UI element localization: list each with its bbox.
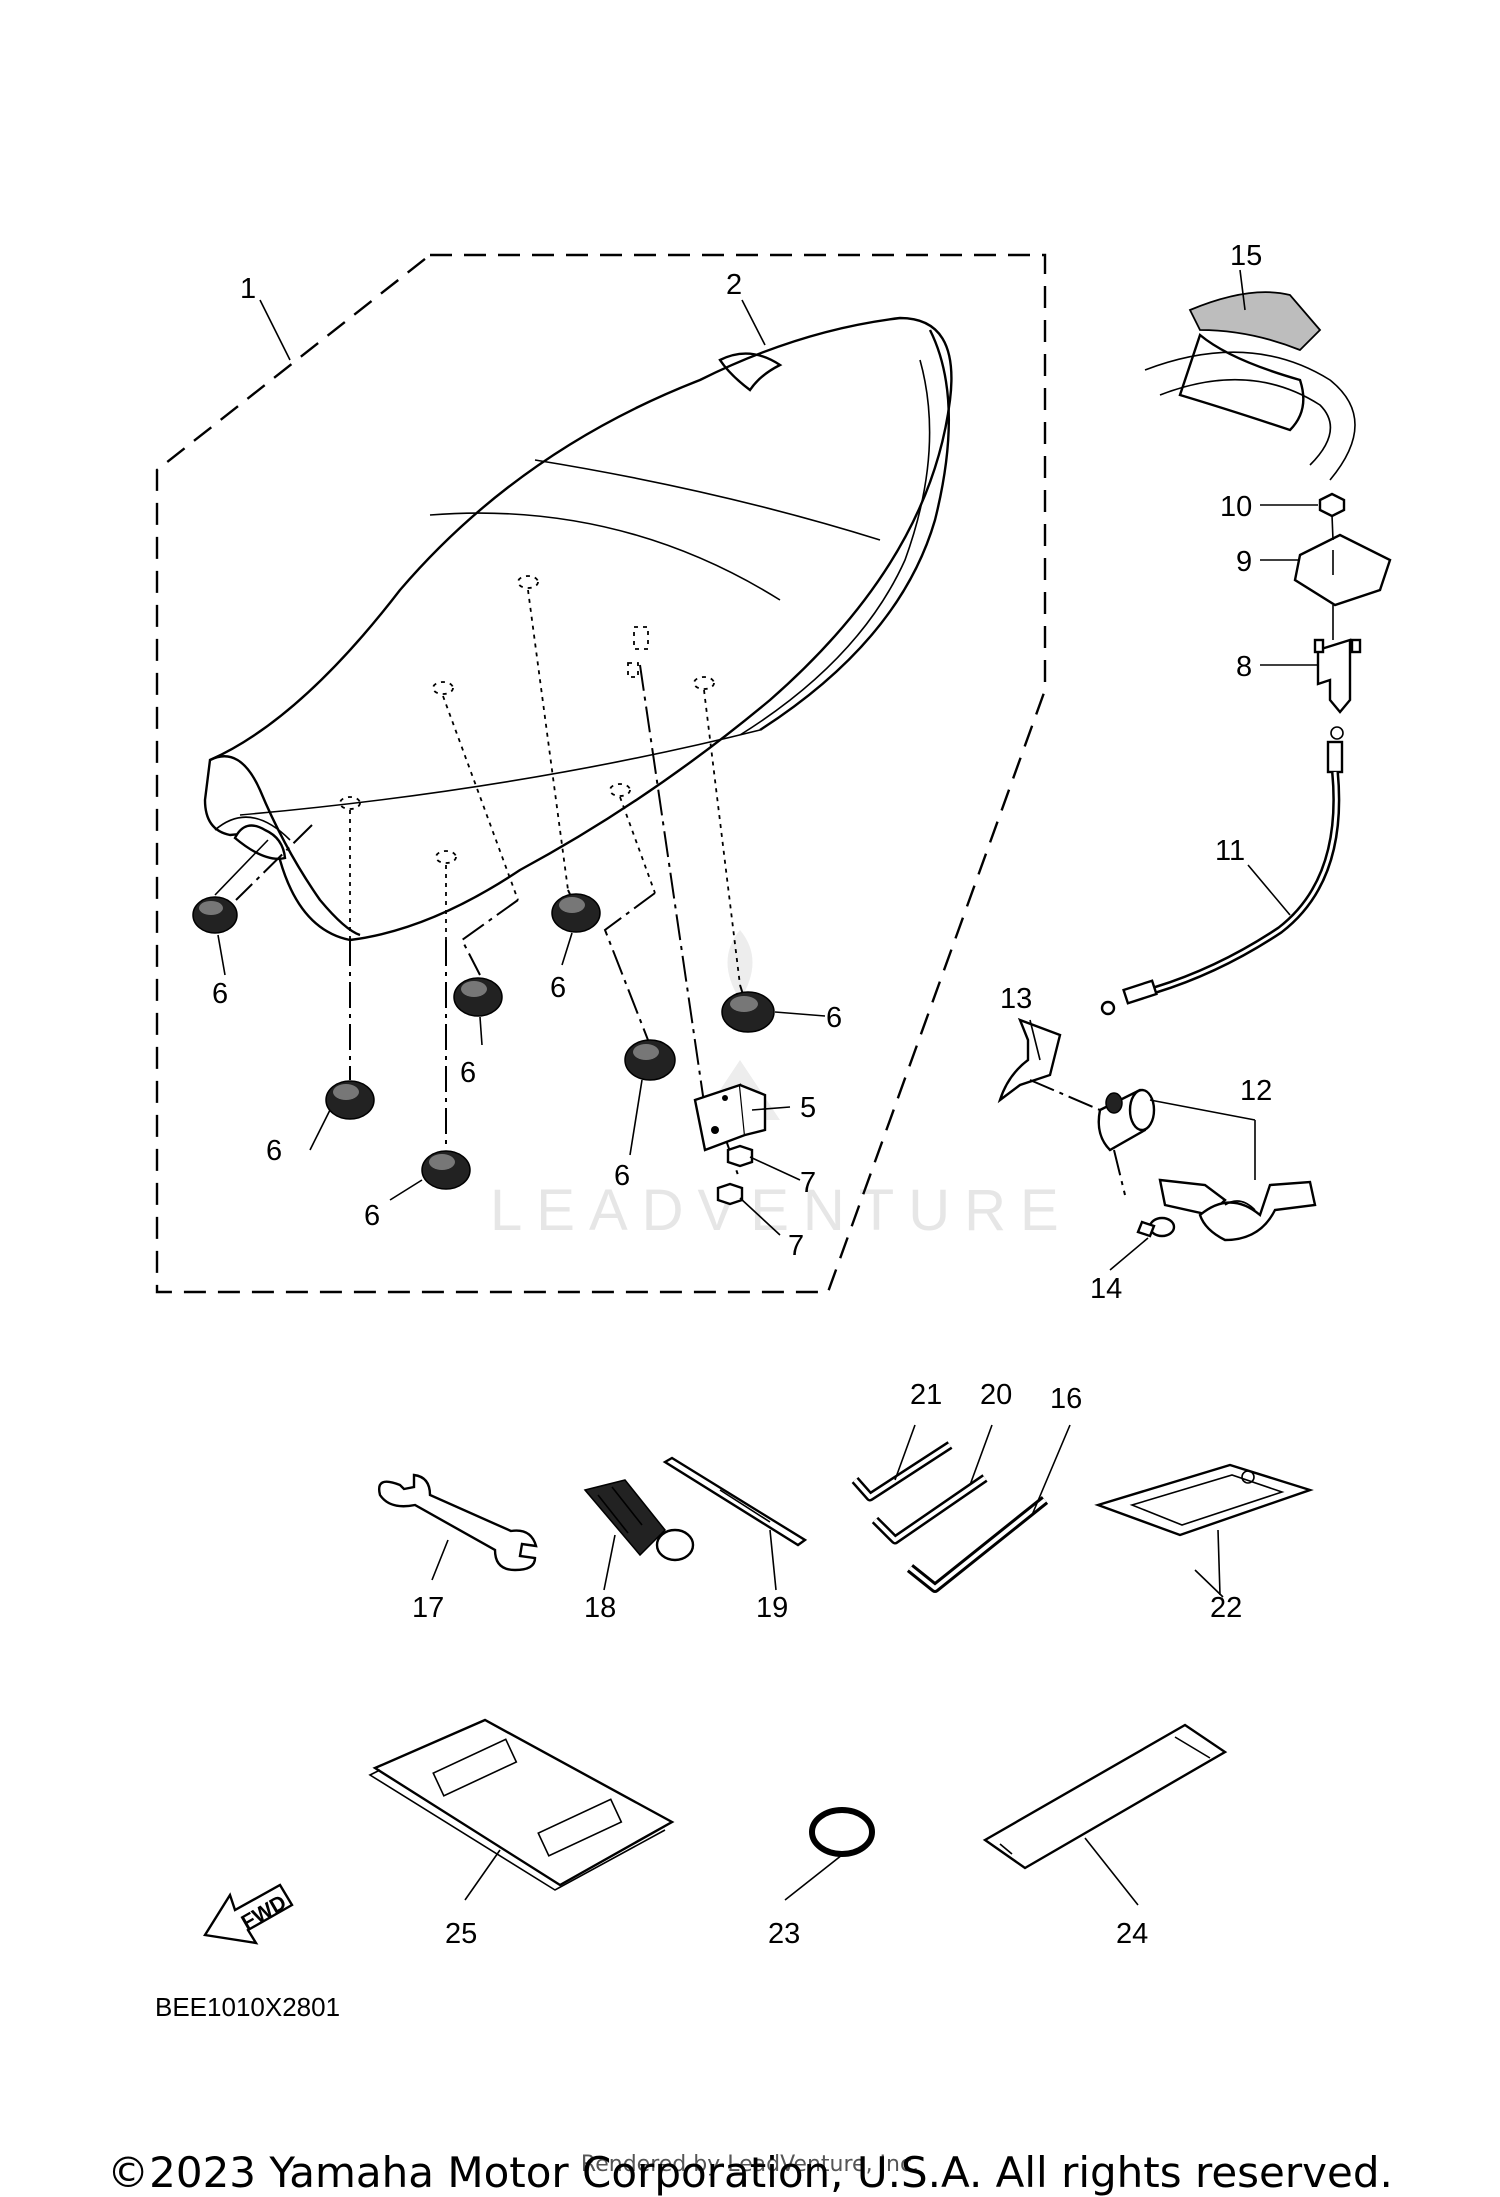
screw-14 <box>1136 1216 1176 1238</box>
callout-5: 5 <box>800 1092 816 1124</box>
callout-6d: 6 <box>826 1002 842 1034</box>
callout-6c: 6 <box>460 1057 476 1089</box>
nuts <box>716 1144 754 1206</box>
center-line-13 <box>1029 1079 1101 1111</box>
callout-6f: 6 <box>266 1135 282 1167</box>
callout-11: 11 <box>1215 835 1245 867</box>
callout-15: 15 <box>1230 240 1262 272</box>
callout-6a: 6 <box>212 978 228 1010</box>
callout-labels: 1 2 6 6 6 6 6 6 6 5 7 7 15 10 9 8 11 13 … <box>212 240 1272 1950</box>
callout-18: 18 <box>584 1592 616 1624</box>
damper-rubbers <box>192 893 775 1190</box>
callout-23: 23 <box>768 1918 800 1950</box>
lock-hook-8 <box>1313 638 1362 714</box>
hex-wrench-21 <box>851 1441 953 1502</box>
manual-envelope-25 <box>368 1718 675 1891</box>
damper-rubber-4 <box>721 991 775 1033</box>
tool-bag-22 <box>1094 1463 1314 1537</box>
hex-wrench-16 <box>906 1496 1049 1593</box>
center-line-14 <box>1113 1149 1126 1196</box>
seat-bracket <box>693 1083 767 1152</box>
key-set <box>1158 1178 1317 1242</box>
seat-lock-cable-11 <box>1100 740 1344 1016</box>
damper-rubber-2 <box>551 893 601 933</box>
callout-22: 22 <box>1210 1592 1242 1624</box>
damper-rubber-7 <box>421 1150 471 1190</box>
forward-arrow-icon: FWD <box>203 1883 294 1945</box>
callout-16: 16 <box>1050 1383 1082 1415</box>
callout-8: 8 <box>1236 651 1252 683</box>
callout-6b: 6 <box>550 972 566 1004</box>
callout-7a: 7 <box>800 1167 816 1199</box>
screwdriver-19 <box>662 1456 808 1547</box>
watermark-text: LEADVENTURE <box>490 1178 1073 1243</box>
screwdriver-handle-18 <box>583 1479 695 1562</box>
seat-lock-ring <box>1144 291 1356 481</box>
callout-6e: 6 <box>614 1160 630 1192</box>
leader-10-9 <box>1331 514 1334 541</box>
callout-25: 25 <box>445 1918 477 1950</box>
cable-end <box>1330 726 1344 740</box>
callout-19: 19 <box>756 1592 788 1624</box>
rendered-by-text: Rendered by LeadVenture, Inc. <box>580 2152 920 2177</box>
callout-2: 2 <box>726 269 742 301</box>
callout-24: 24 <box>1116 1918 1148 1950</box>
seat-assembly-boundary <box>155 253 1047 1294</box>
callout-10: 10 <box>1220 491 1252 523</box>
callout-12: 12 <box>1240 1075 1272 1107</box>
callout-9: 9 <box>1236 546 1252 578</box>
hex-wrench-20 <box>871 1474 988 1545</box>
callout-14: 14 <box>1090 1273 1122 1305</box>
lock-bracket-13 <box>997 1017 1062 1104</box>
callout-7b: 7 <box>788 1230 804 1262</box>
damper-rubber-3 <box>453 977 503 1017</box>
callout-6g: 6 <box>364 1200 380 1232</box>
damper-rubber-1 <box>192 896 238 934</box>
mount-dots <box>339 575 741 986</box>
callout-17: 17 <box>412 1592 444 1624</box>
damper-rubber-5 <box>624 1039 676 1081</box>
lock-plate-9 <box>1293 533 1392 607</box>
copyright-text: ©2023 Yamaha Motor Corporation, U.S.A. A… <box>107 2148 1393 2197</box>
callout-1: 1 <box>240 273 256 305</box>
wrench-17 <box>378 1473 538 1572</box>
nut-10 <box>1318 492 1346 518</box>
callout-21: 21 <box>910 1379 942 1411</box>
o-ring-23 <box>809 1807 875 1857</box>
seat-cushion <box>203 316 953 942</box>
seat-lock-12 <box>1097 1088 1156 1152</box>
band-24 <box>982 1723 1228 1870</box>
diagram-code: BEE1010X2801 <box>155 1992 340 2022</box>
damper-rubber-6 <box>325 1080 375 1120</box>
leader-lines <box>214 269 1318 1906</box>
callout-20: 20 <box>980 1379 1012 1411</box>
callout-13: 13 <box>1000 983 1032 1015</box>
